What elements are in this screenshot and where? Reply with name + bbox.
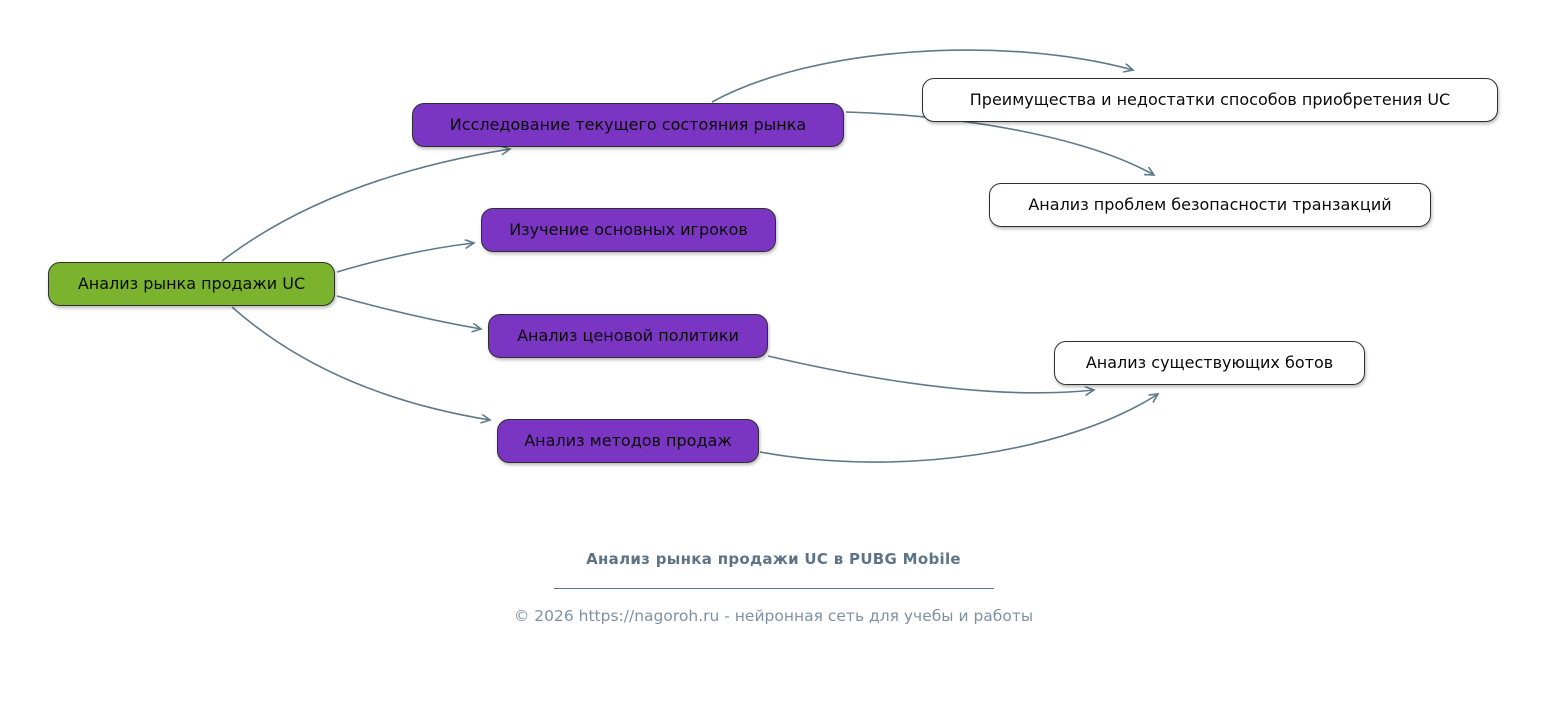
footer-title: Анализ рынка продажи UC в PUBG Mobile [586,550,961,568]
edge-sales-methods-to-bots [759,394,1158,463]
edge-root-to-pricing [336,295,481,329]
footer-copyright: © 2026 https://nagoroh.ru - нейронная се… [513,607,1034,625]
node-branch-pricing-policy: Анализ ценовой политики [488,314,768,358]
edge-root-to-sales-methods [231,306,490,420]
node-leaf-existing-bots: Анализ существующих ботов [1054,341,1365,385]
edge-root-to-key-players [336,243,474,273]
node-leaf-transaction-security: Анализ проблем безопасности транзакций [989,183,1431,227]
node-branch-market-research: Исследование текущего состояния рынка [412,103,844,147]
edge-pricing-to-bots [767,355,1094,393]
footer-divider [553,588,994,589]
edge-root-to-market-research [221,149,510,262]
node-leaf-pros-cons-acquisition: Преимущества и недостатки способов приоб… [922,78,1498,122]
node-branch-key-players: Изучение основных игроков [481,208,776,252]
node-branch-sales-methods: Анализ методов продаж [497,419,759,463]
footer: Анализ рынка продажи UC в PUBG Mobile © … [0,550,1547,625]
node-root-market-analysis: Анализ рынка продажи UC [48,262,335,306]
